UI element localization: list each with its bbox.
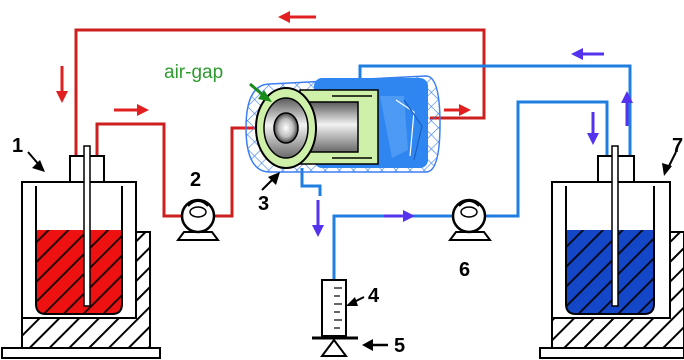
feed-return-line	[74, 28, 486, 162]
feed-tank-base	[1, 347, 161, 359]
label-5: 5	[394, 335, 405, 357]
feed-tank	[1, 145, 161, 359]
feed-pump	[176, 198, 220, 241]
permeate-tank	[539, 145, 684, 359]
permeate-supply-line	[486, 100, 609, 218]
module-feed-core	[273, 112, 299, 144]
arrow-red-top	[278, 11, 316, 23]
permeate-return-line	[358, 64, 632, 162]
balance-stand	[320, 338, 348, 357]
label-6: 6	[459, 259, 470, 281]
module-drain-line	[300, 168, 322, 196]
pump-to-module-line-blue	[332, 214, 452, 280]
membrane-module	[245, 75, 441, 173]
graduated-cylinder	[321, 279, 347, 337]
label-2: 2	[190, 169, 201, 191]
balance	[312, 336, 358, 357]
label-4: 4	[368, 285, 380, 307]
arrow-blue-right	[384, 210, 415, 222]
feed-thermometer	[83, 145, 91, 307]
arrow-red-right	[114, 104, 149, 116]
leader-arrows	[27, 151, 677, 351]
permeate-tank-base	[539, 347, 684, 359]
arrow-red-out-module	[444, 104, 471, 116]
arrow-red-left-down	[56, 66, 68, 103]
arrow-blue-down	[587, 112, 599, 145]
permeate-beaker	[565, 186, 655, 315]
graduated-cylinder-body	[321, 279, 347, 337]
feed-beaker	[35, 186, 123, 315]
air-gap-label: air-gap	[164, 62, 223, 83]
air-gap-pointer	[249, 82, 272, 102]
label-7: 7	[672, 135, 683, 157]
permeate-thermometer	[611, 145, 619, 307]
arrow-blue-top	[571, 48, 604, 60]
arrow-blue-drain-down	[312, 200, 324, 237]
label-3: 3	[258, 193, 269, 215]
permeate-pump-body	[451, 198, 487, 234]
feed-pump-body	[180, 198, 216, 234]
permeate-pump	[448, 198, 492, 241]
label-1: 1	[12, 135, 23, 157]
feed-supply-line	[95, 122, 182, 218]
arrow-blue-up	[621, 91, 633, 126]
